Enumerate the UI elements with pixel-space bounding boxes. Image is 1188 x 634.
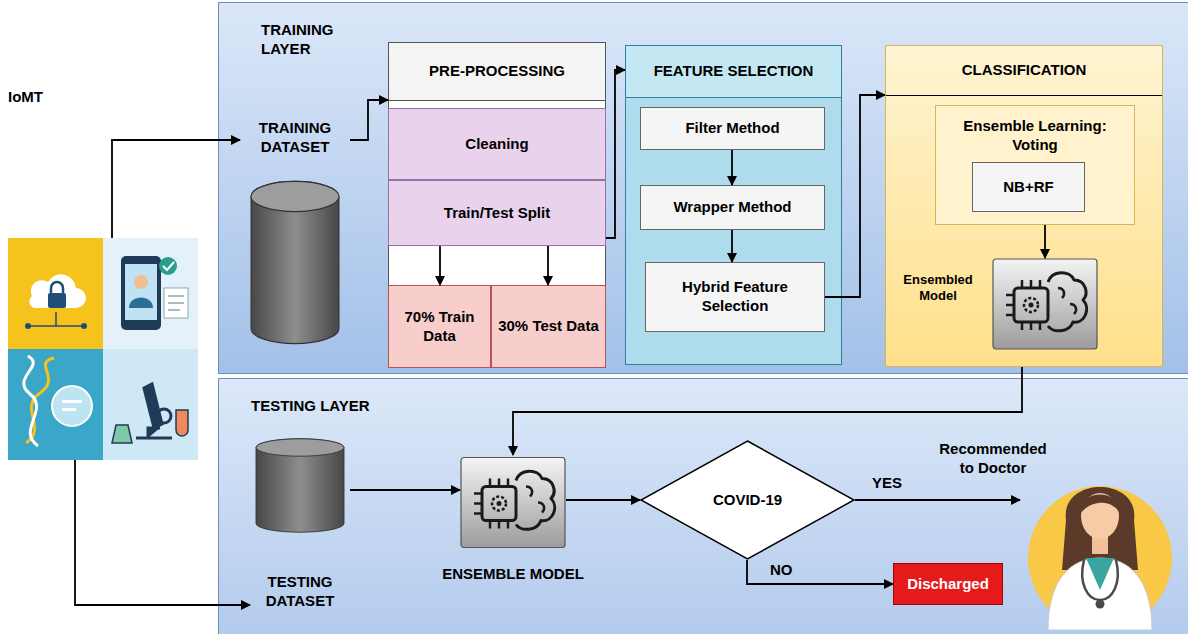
doctor-figure: Recommended to Doctor bbox=[1020, 458, 1180, 630]
split-box: 30% Test Data bbox=[491, 285, 606, 368]
discharge-box: Discharged bbox=[893, 563, 1003, 605]
flow-arrow bbox=[439, 246, 441, 285]
doctor-illustration bbox=[1020, 458, 1180, 630]
node-text: COVID-19 bbox=[640, 440, 855, 560]
illustration-use bbox=[251, 181, 339, 343]
diamond-shape bbox=[641, 441, 854, 559]
flow-arrow bbox=[75, 460, 250, 605]
node-text: Ensemble Learning: Voting bbox=[936, 112, 1134, 160]
ensemble-box: Ensemble Learning: VotingNB+RF bbox=[935, 105, 1135, 225]
node-text: 30% Test Data bbox=[492, 286, 605, 367]
flow-arrow bbox=[350, 489, 460, 491]
node-text: CLASSIFICATION bbox=[886, 46, 1162, 96]
flow-arrow bbox=[566, 499, 640, 501]
process-step: Filter Method bbox=[640, 107, 825, 150]
dataset-cylinder: TRAINING DATASET bbox=[240, 112, 350, 352]
node-text: ENSEMBLE MODEL bbox=[425, 563, 601, 586]
node-text: TESTING DATASET bbox=[250, 566, 350, 618]
node-text: NB+RF bbox=[973, 163, 1084, 211]
node-text: IoMT bbox=[8, 88, 43, 107]
flow-arrow bbox=[513, 367, 1022, 455]
split-box: 70% Train Data bbox=[388, 285, 491, 368]
flow-arrow bbox=[747, 560, 893, 584]
process-step: NB+RF bbox=[972, 162, 1085, 212]
chip-illustration bbox=[992, 258, 1098, 350]
flow-arrow bbox=[825, 95, 885, 297]
illustration-use bbox=[256, 439, 344, 532]
illustration-use bbox=[8, 238, 198, 460]
flow-arrow bbox=[1044, 225, 1046, 258]
node-text: TRAINING DATASET bbox=[240, 112, 350, 164]
process-step: Hybrid Feature Selection bbox=[645, 262, 825, 332]
process-step: Train/Test Split bbox=[388, 180, 606, 246]
flow-arrow bbox=[855, 499, 1020, 501]
training-layer: TRAINING LAYER TRAINING DATASET PRE-PROCES… bbox=[218, 2, 1188, 374]
illustration-use bbox=[1028, 486, 1172, 630]
node-text: TRAINING LAYER bbox=[257, 19, 367, 61]
process-box: FEATURE SELECTION Filter MethodWrapper Me… bbox=[625, 45, 842, 365]
node-text: Wrapper Method bbox=[641, 186, 824, 229]
chip-illustration bbox=[460, 455, 566, 550]
node-text: Filter Method bbox=[641, 108, 824, 149]
flow-arrow bbox=[547, 246, 549, 285]
process-step: Wrapper Method bbox=[640, 185, 825, 230]
node-text: Recommended to Doctor bbox=[930, 438, 1056, 480]
flow-arrow bbox=[112, 140, 240, 238]
node-text: Cleaning bbox=[389, 109, 605, 179]
iomt-panel: IoMT bbox=[8, 238, 198, 460]
cyl-illustration bbox=[255, 438, 345, 533]
flow-arrow bbox=[731, 230, 733, 262]
process-box: PRE-PROCESSING CleaningTrain/Test Split 70… bbox=[388, 42, 606, 368]
flow-arrow bbox=[731, 150, 733, 185]
flow-arrow bbox=[350, 100, 388, 140]
flow-arrow bbox=[606, 70, 625, 238]
model-chip: ENSEMBLE MODEL bbox=[460, 455, 566, 550]
model-chip: Ensembled Model bbox=[992, 258, 1098, 350]
node-text: Discharged bbox=[894, 564, 1002, 604]
edge-label: YES bbox=[872, 474, 902, 491]
process-step: Cleaning bbox=[388, 108, 606, 180]
node-text: Train/Test Split bbox=[389, 181, 605, 245]
process-box: CLASSIFICATION Ensemble Learning: VotingN… bbox=[885, 45, 1163, 367]
illustration-use bbox=[461, 458, 565, 548]
node-text: 70% Train Data bbox=[389, 286, 490, 367]
cyl-illustration bbox=[250, 180, 340, 345]
decision-diamond: COVID-19 bbox=[640, 440, 855, 560]
dataset-cylinder: TESTING DATASET bbox=[250, 438, 350, 622]
node-text: TESTING LAYER bbox=[247, 395, 374, 418]
node-text: Hybrid Feature Selection bbox=[646, 263, 824, 331]
node-text: Ensembled Model bbox=[888, 272, 988, 305]
node-text: FEATURE SELECTION bbox=[626, 46, 841, 98]
node-text: PRE-PROCESSING bbox=[389, 43, 605, 101]
testing-layer: TESTING LAYER TESTING DATASET ENSEMBLE MOD… bbox=[218, 378, 1188, 634]
edge-label: NO bbox=[770, 561, 793, 578]
iomt-illustration bbox=[8, 238, 198, 460]
illustration-use bbox=[993, 259, 1097, 349]
